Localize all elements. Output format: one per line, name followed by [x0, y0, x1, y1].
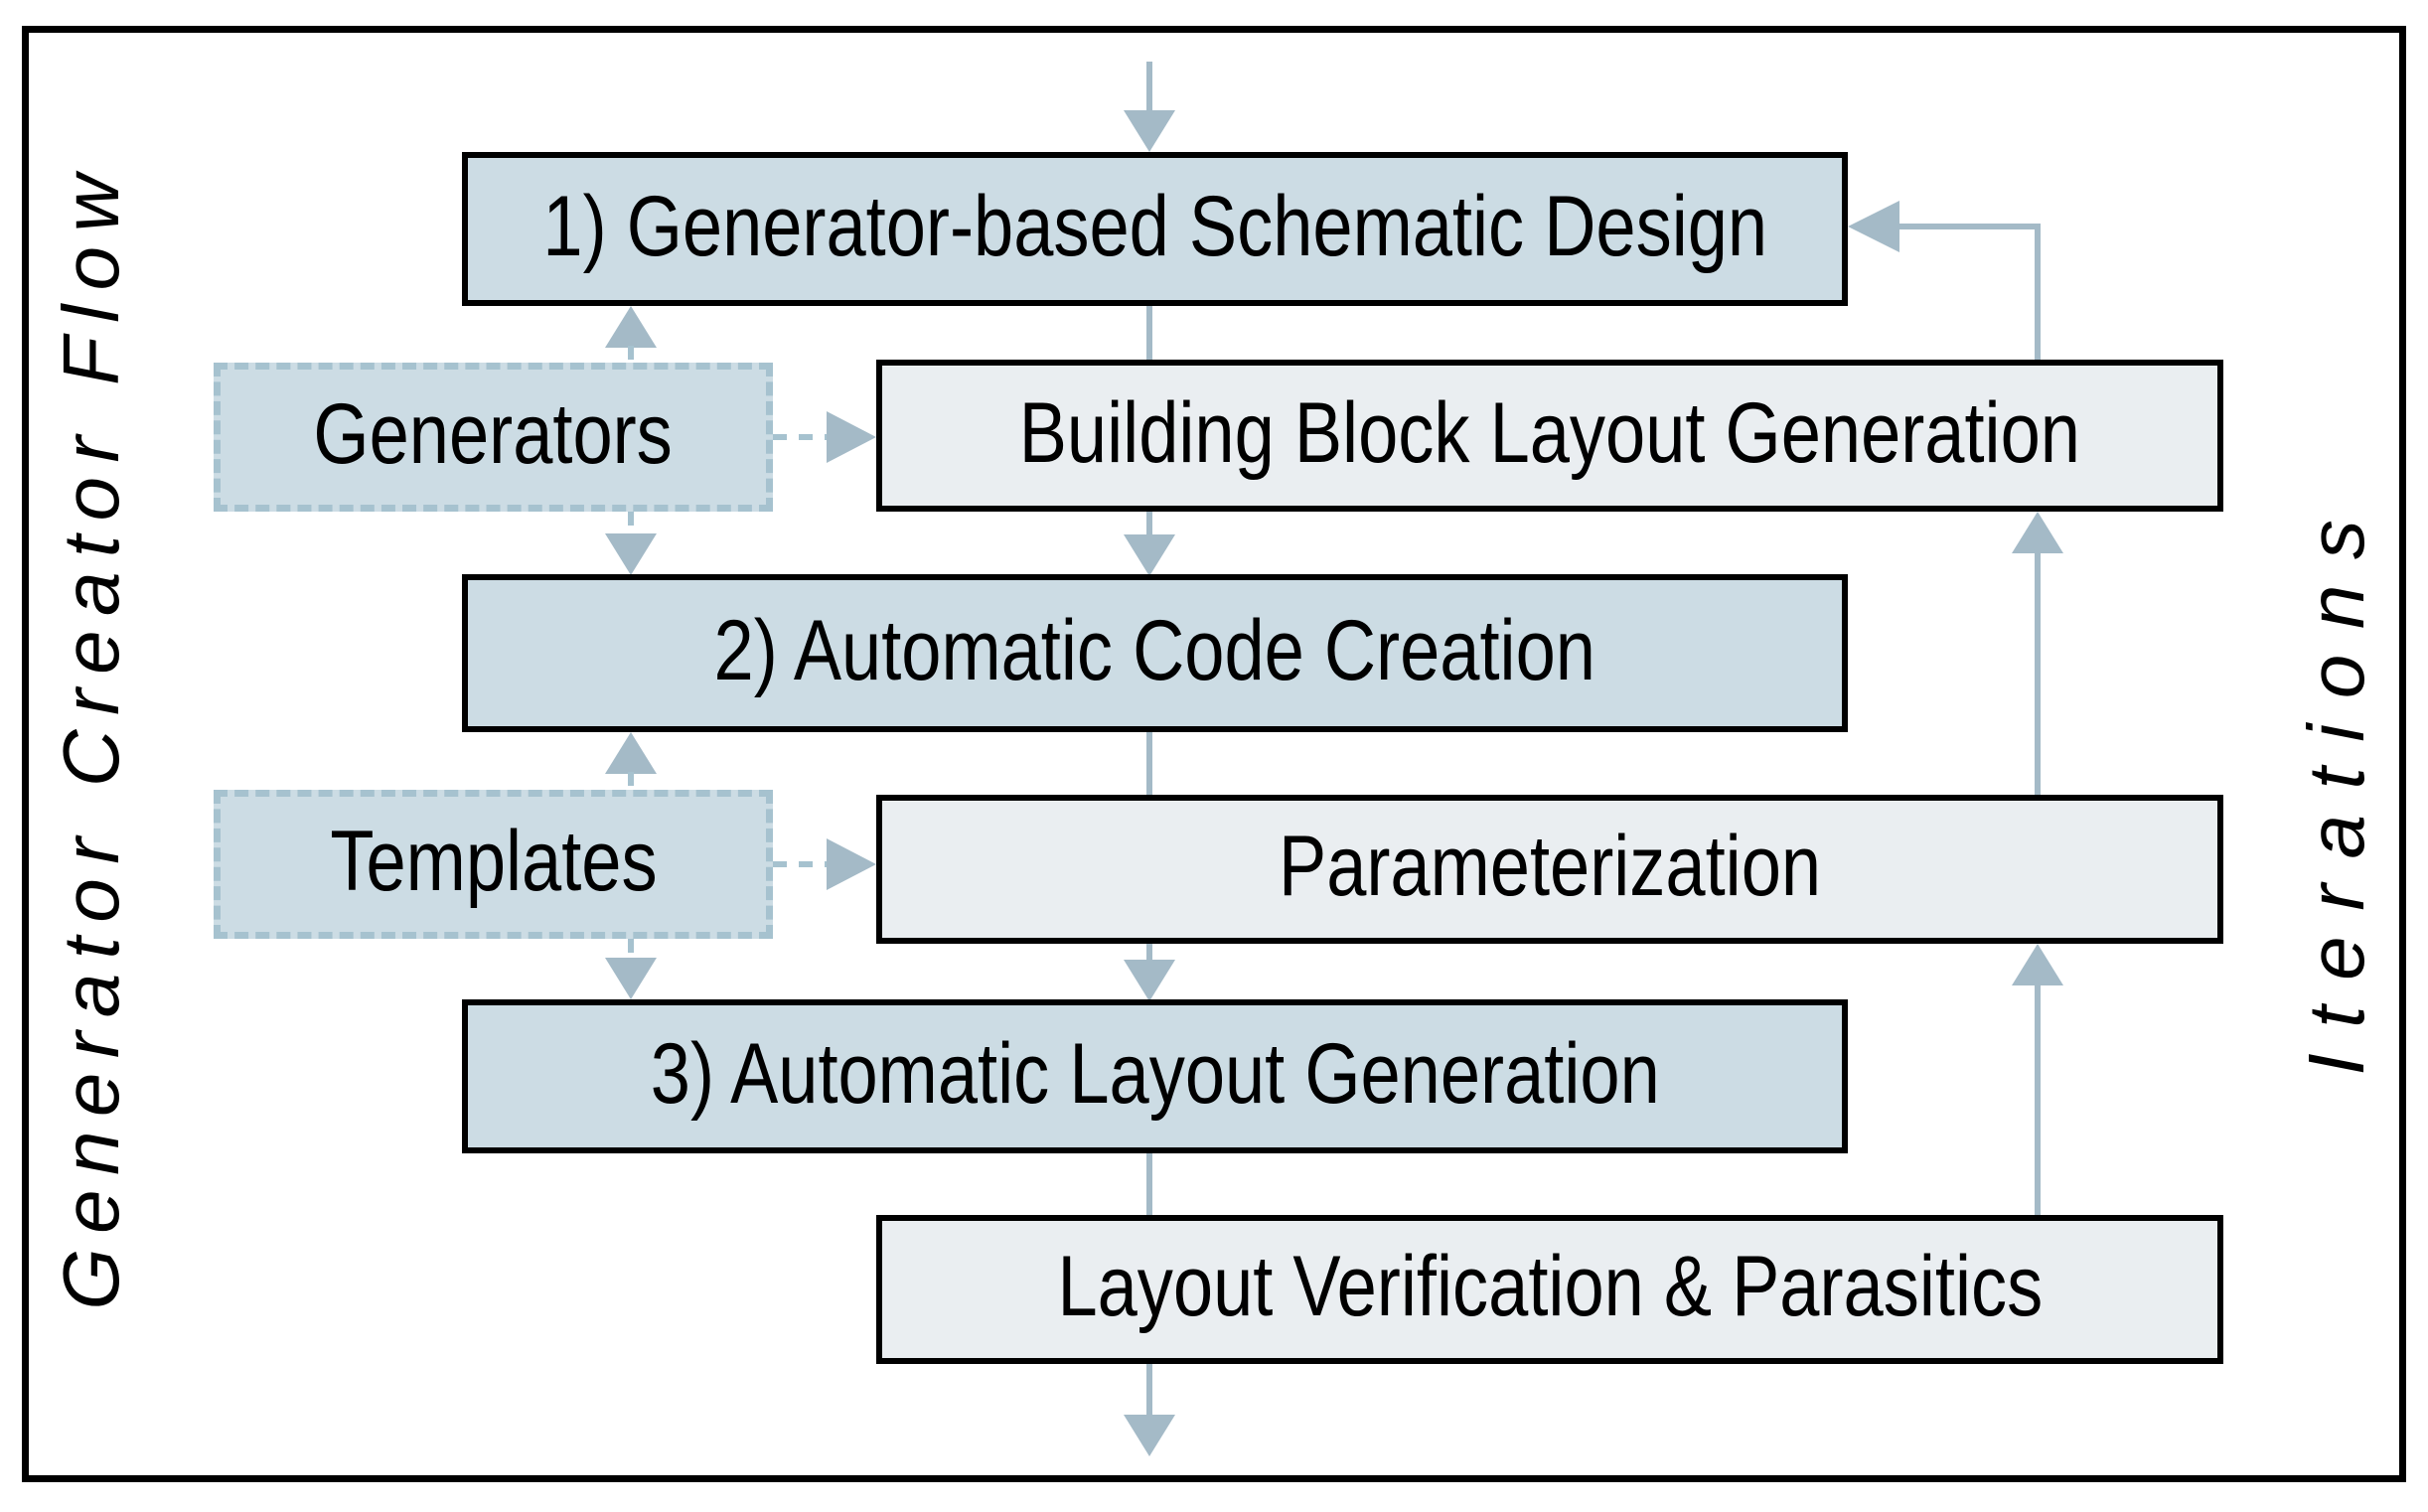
- box-parameterization-label: Parameterization: [1278, 819, 1822, 914]
- box-generators: Generators: [214, 363, 773, 512]
- box-step1-label: 1) Generator-based Schematic Design: [542, 178, 1767, 274]
- feedback-parameterization-to-building-block-line: [2035, 551, 2041, 795]
- box-building-block-label: Building Block Layout Generation: [1018, 384, 2081, 481]
- generators-to-step2-arrowhead-icon: [605, 533, 657, 575]
- entry-arrow-line: [1146, 62, 1152, 114]
- generators-to-step2-dashed-line: [628, 512, 634, 537]
- box-layout-verification-label: Layout Verification & Parasitics: [1057, 1239, 2043, 1334]
- feedback-building-block-to-step1-hline: [1896, 224, 2041, 229]
- right-axis-caption: Iterations: [2292, 494, 2380, 1076]
- step2-to-parameterization-line: [1146, 732, 1152, 797]
- box-templates-label: Templates: [329, 814, 658, 909]
- box-building-block: Building Block Layout Generation: [876, 360, 2223, 512]
- feedback-to-step1-arrowhead-icon: [1848, 201, 1899, 252]
- feedback-to-building-block-arrowhead-icon: [2012, 512, 2063, 553]
- templates-to-step3-arrowhead-icon: [605, 958, 657, 999]
- feedback-to-parameterization-arrowhead-icon: [2012, 944, 2063, 985]
- parameterization-to-step3-line: [1146, 944, 1152, 964]
- box-step2-label: 2) Automatic Code Creation: [713, 602, 1596, 698]
- box-step2: 2) Automatic Code Creation: [462, 574, 1848, 732]
- feedback-building-block-to-step1-vline: [2035, 227, 2041, 360]
- generators-to-building-block-dashed-line: [773, 434, 829, 440]
- box-templates: Templates: [214, 790, 773, 939]
- box-generators-label: Generators: [313, 386, 674, 482]
- exit-arrow-line: [1146, 1364, 1152, 1419]
- diagram-border: [22, 26, 2406, 1482]
- feedback-layout-verification-to-parameterization-line: [2035, 983, 2041, 1215]
- building-block-to-step2-line: [1146, 512, 1152, 539]
- box-step3: 3) Automatic Layout Generation: [462, 999, 1848, 1153]
- step1-to-building-block-line: [1146, 306, 1152, 362]
- templates-to-parameterization-dashed-line: [773, 861, 829, 867]
- left-axis-caption: Generator Creator Flow: [47, 160, 135, 1310]
- box-step1: 1) Generator-based Schematic Design: [462, 152, 1848, 306]
- parameterization-to-step3-arrowhead-icon: [1124, 960, 1175, 1001]
- step3-to-layout-verification-line: [1146, 1153, 1152, 1217]
- templates-to-step2-dashed-line: [628, 772, 634, 792]
- box-step3-label: 3) Automatic Layout Generation: [650, 1025, 1660, 1122]
- generators-to-step1-arrowhead-icon: [605, 306, 657, 348]
- entry-arrowhead-icon: [1124, 110, 1175, 152]
- box-parameterization: Parameterization: [876, 795, 2223, 944]
- templates-to-step2-arrowhead-icon: [605, 732, 657, 774]
- templates-to-parameterization-arrowhead-icon: [827, 838, 876, 890]
- building-block-to-step2-arrowhead-icon: [1124, 534, 1175, 576]
- box-layout-verification: Layout Verification & Parasitics: [876, 1215, 2223, 1364]
- exit-arrowhead-icon: [1124, 1415, 1175, 1456]
- templates-to-step3-dashed-line: [628, 939, 634, 961]
- generators-to-step1-dashed-line: [628, 346, 634, 365]
- generators-to-building-block-arrowhead-icon: [827, 411, 876, 463]
